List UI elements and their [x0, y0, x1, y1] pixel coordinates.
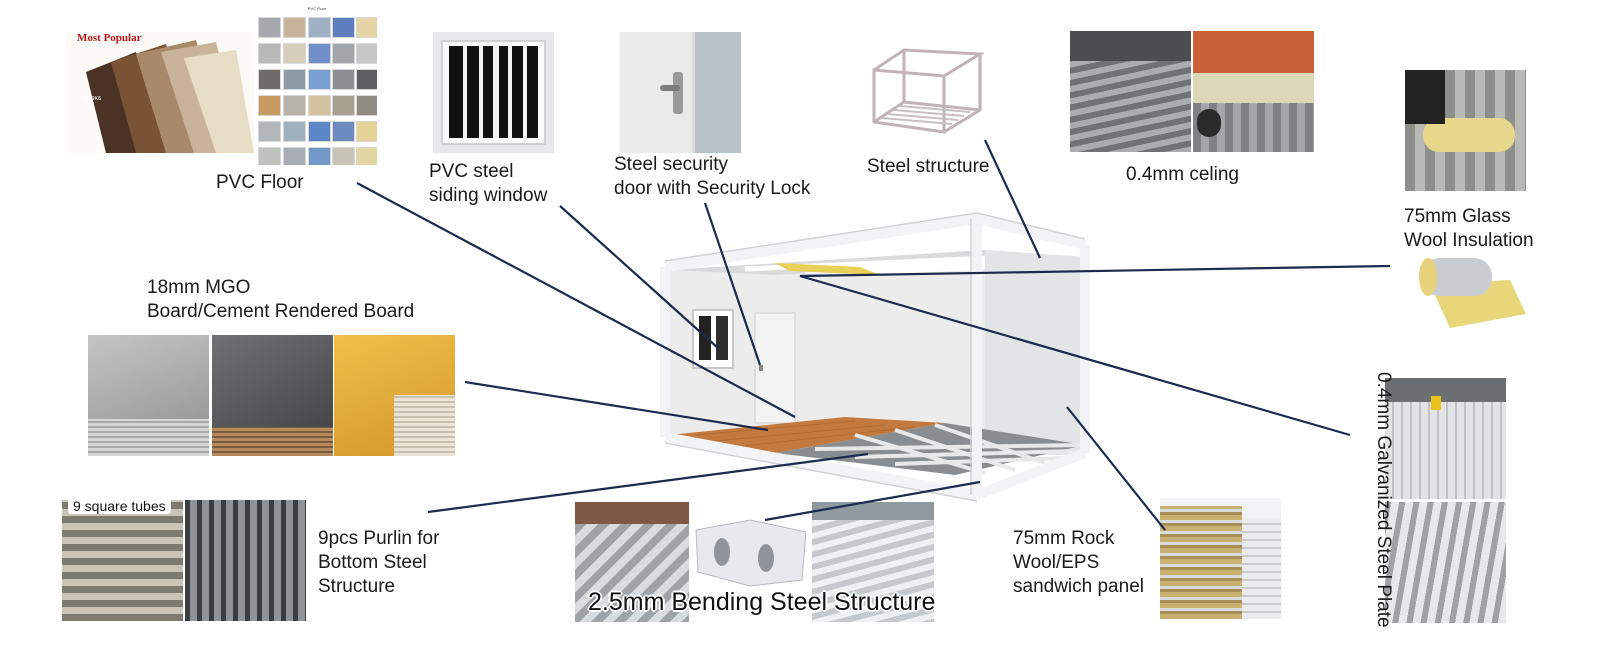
security-door-photo: [620, 32, 741, 153]
label-purlin: 9pcs Purlin for Bottom Steel Structure: [318, 528, 440, 597]
mgo-board-photo-1: [88, 335, 209, 456]
mgo-board-photo-2: [212, 335, 333, 456]
steel-structure-photo: [868, 32, 990, 144]
svg-text:8839K6: 8839K6: [82, 96, 101, 102]
swatch-grid-title: PVC Floor: [307, 6, 327, 11]
label-steel-structure: Steel structure: [867, 156, 990, 177]
pvc-floor-swatch-grid: PVC Floor: [257, 6, 377, 165]
label-mgo-board: 18mm MGO Board/Cement Rendered Board: [147, 277, 415, 322]
galvanized-plate-stack-photo: [1385, 502, 1506, 623]
label-ceiling: 0.4mm celing: [1126, 164, 1239, 185]
purlin-stack-photo: [185, 500, 306, 621]
label-rock-wool: 75mm Rock Wool/EPS sandwich panel: [1013, 528, 1144, 597]
square-tubes-photo: 9 square tubes: [62, 500, 183, 621]
square-tubes-caption: 9 square tubes: [68, 500, 171, 514]
pvc-floor-samples-photo: 8839K6 Most Popular: [66, 32, 254, 153]
container-house-illustration: [660, 212, 1090, 502]
label-security-door: Steel security door with Security Lock: [614, 154, 811, 199]
label-galvanized-plate: 0.4mm Galvanized Steel Plate: [1373, 372, 1394, 628]
rock-wool-panel-photo: [1160, 498, 1281, 619]
galvanized-plate-install-photo: [1385, 378, 1506, 499]
ceiling-sheets-photo: [1070, 31, 1191, 152]
glass-wool-roll-photo: [1405, 70, 1526, 191]
pvc-window-photo: [433, 32, 554, 153]
mgo-board-photo-3: [334, 335, 455, 456]
label-bending-structure: 2.5mm Bending Steel Structure: [588, 588, 936, 616]
corner-bracket-photo: [690, 510, 810, 590]
ceiling-install-photo: [1193, 31, 1314, 152]
glass-wool-foil-roll-photo: [1410, 254, 1528, 334]
label-glass-wool: 75mm Glass Wool Insulation: [1404, 206, 1534, 251]
label-pvc-window: PVC steel siding window: [429, 161, 548, 206]
label-pvc-floor: PVC Floor: [216, 172, 304, 193]
most-popular-caption: Most Popular: [77, 32, 142, 44]
